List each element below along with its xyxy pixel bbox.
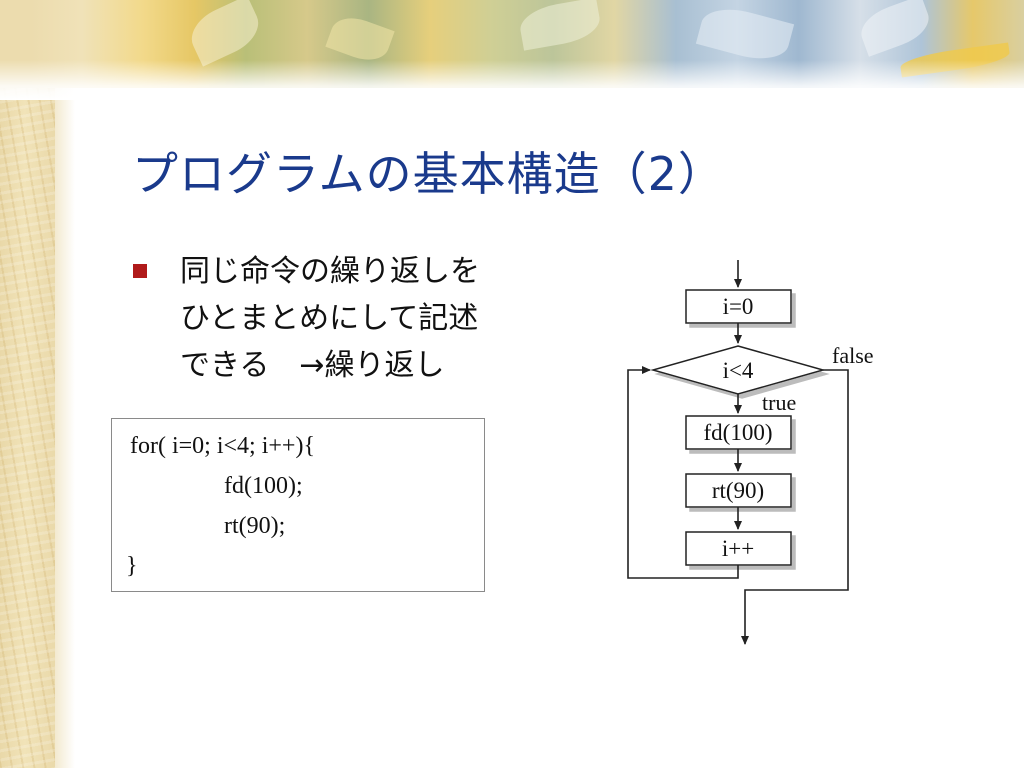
bullet-line: 同じ命令の繰り返しを (180, 254, 480, 289)
bullet-line: ひとまとめにして記述 (180, 301, 479, 336)
bullet-line: できる →繰り返し (180, 348, 445, 383)
step-label-rt: rt(90) (712, 478, 764, 503)
code-line-for: for( i=0; i<4; i++){ (130, 433, 315, 459)
step-box-fd: fd(100) (685, 415, 792, 450)
code-box: for( i=0; i<4; i++){ fd(100); rt(90); } (111, 418, 485, 592)
slide-title: プログラムの基本構造（2） (132, 147, 725, 201)
banner-leaf-shape (325, 10, 395, 68)
step-label-increment: i++ (722, 536, 754, 561)
loop-back-line (627, 366, 739, 579)
top-banner-fade (0, 60, 1024, 100)
banner-leaf-shape (517, 0, 603, 51)
code-line-close: } (126, 553, 138, 579)
left-parchment-strip (0, 0, 55, 768)
init-label: i=0 (723, 294, 754, 319)
bullet-marker (133, 264, 147, 278)
condition-label: i<4 (723, 358, 754, 383)
code-line-rt: rt(90); (224, 513, 286, 539)
code-line-fd: fd(100); (224, 473, 303, 499)
init-box: i=0 (685, 289, 792, 324)
condition-diamond: i<4 (650, 345, 826, 395)
true-label: true (762, 390, 796, 415)
bullet-text: 同じ命令の繰り返しを ひとまとめにして記述 できる →繰り返し (180, 248, 560, 389)
false-branch-line (741, 369, 849, 645)
banner-leaf-shape (695, 1, 795, 67)
banner-leaf-shape (183, 0, 267, 67)
step-label-fd: fd(100) (704, 420, 773, 445)
false-label: false (832, 343, 874, 368)
left-strip-fade (55, 85, 75, 768)
banner-leaf-shape (855, 0, 935, 57)
loop-flowchart: i=0 i<4 false true fd(100) rt(90) i++ (627, 260, 874, 645)
step-box-rt: rt(90) (685, 473, 792, 508)
step-box-increment: i++ (685, 531, 792, 566)
